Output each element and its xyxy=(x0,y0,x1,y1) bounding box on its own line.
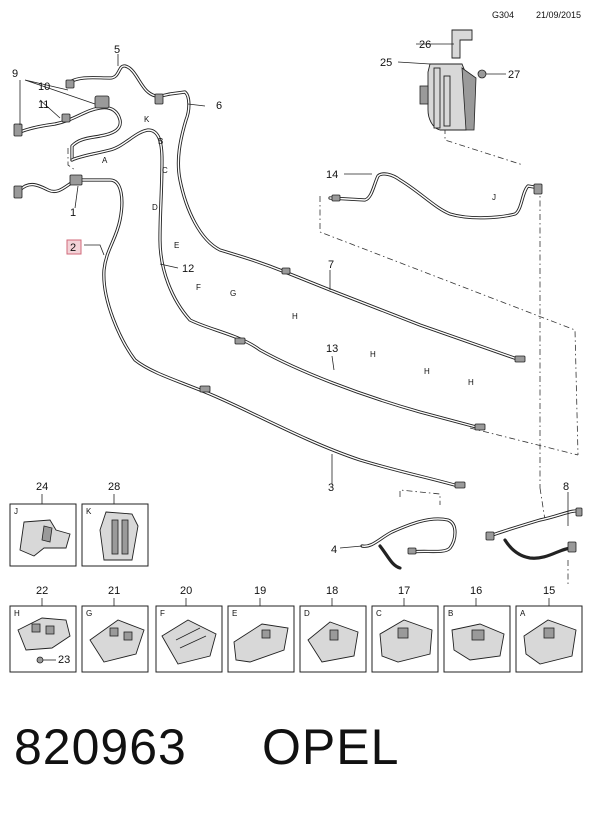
pipe-fittings xyxy=(13,79,583,555)
callout-25: 25 xyxy=(380,57,392,69)
callout-14: 14 xyxy=(326,169,338,181)
zone-b: B xyxy=(158,137,163,146)
zone-d: D xyxy=(152,203,158,212)
svg-text:28: 28 xyxy=(108,481,120,493)
zone-c: C xyxy=(162,166,168,175)
brake-pipes xyxy=(18,64,582,570)
svg-text:B: B xyxy=(448,609,453,618)
zone-f: F xyxy=(196,283,201,292)
detail-box-24: 24 J xyxy=(9,481,77,567)
detail-box-21: 21 G xyxy=(81,585,149,673)
zone-e: E xyxy=(174,241,179,250)
zone-h-1: H xyxy=(292,312,298,321)
detail-box-16: 16 B xyxy=(443,585,511,673)
callout-10: 10 xyxy=(38,81,50,93)
callout-11: 11 xyxy=(38,99,49,111)
callout-numbers: 5 9 10 11 6 1 2 12 7 13 3 4 8 14 26 25 2… xyxy=(12,39,569,556)
callout-23: 23 xyxy=(58,654,70,666)
detail-box-20: 20 F xyxy=(155,585,223,673)
zone-a: A xyxy=(102,156,108,165)
zone-h-4: H xyxy=(468,378,474,387)
callout-8: 8 xyxy=(563,481,569,493)
svg-text:G: G xyxy=(86,609,92,618)
callout-1: 1 xyxy=(70,207,76,219)
callout-7: 7 xyxy=(328,259,334,271)
detail-box-15: 15 A xyxy=(515,585,583,673)
svg-text:E: E xyxy=(232,609,237,618)
svg-text:16: 16 xyxy=(470,585,482,597)
header-date: 21/09/2015 xyxy=(536,10,581,20)
callout-26: 26 xyxy=(419,39,431,51)
svg-text:J: J xyxy=(14,507,18,516)
callout-5: 5 xyxy=(114,44,120,56)
svg-text:18: 18 xyxy=(326,585,338,597)
callout-13: 13 xyxy=(326,343,338,355)
svg-text:F: F xyxy=(160,609,165,618)
callout-4: 4 xyxy=(331,544,337,556)
detail-box-18: 18 D xyxy=(299,585,367,673)
zone-g: G xyxy=(230,289,236,298)
svg-text:22: 22 xyxy=(36,585,48,597)
detail-box-17: 17 C xyxy=(371,585,439,673)
zone-h-3: H xyxy=(424,367,430,376)
zone-k: K xyxy=(144,115,150,124)
callout-3: 3 xyxy=(328,482,334,494)
callout-9: 9 xyxy=(12,68,18,80)
svg-text:15: 15 xyxy=(543,585,555,597)
detail-box-19: 19 E xyxy=(227,585,295,673)
svg-text:24: 24 xyxy=(36,481,48,493)
callout-2-highlight xyxy=(66,239,82,255)
detail-box-22: 22 H 23 xyxy=(9,585,77,673)
callout-27: 27 xyxy=(508,69,520,81)
part-number: 820963 xyxy=(14,719,187,775)
svg-text:19: 19 xyxy=(254,585,266,597)
leader-lines xyxy=(19,43,569,549)
zone-letters: K A B C D E F G H H H H J xyxy=(102,115,496,387)
header-code: G304 xyxy=(492,10,514,20)
svg-text:D: D xyxy=(304,609,310,618)
connector-lines xyxy=(67,128,579,585)
callout-12: 12 xyxy=(182,263,194,275)
zone-h-2: H xyxy=(370,350,376,359)
svg-text:17: 17 xyxy=(398,585,410,597)
svg-text:20: 20 xyxy=(180,585,192,597)
zone-j: J xyxy=(492,193,496,202)
svg-text:H: H xyxy=(14,609,20,618)
svg-text:K: K xyxy=(86,507,92,516)
svg-text:C: C xyxy=(376,609,382,618)
detail-box-28: 28 K xyxy=(81,481,149,567)
callout-6: 6 xyxy=(216,100,222,112)
brand-name: OPEL xyxy=(262,719,400,775)
svg-text:A: A xyxy=(520,609,526,618)
svg-text:21: 21 xyxy=(108,585,120,597)
callout-2: 2 xyxy=(70,242,76,254)
